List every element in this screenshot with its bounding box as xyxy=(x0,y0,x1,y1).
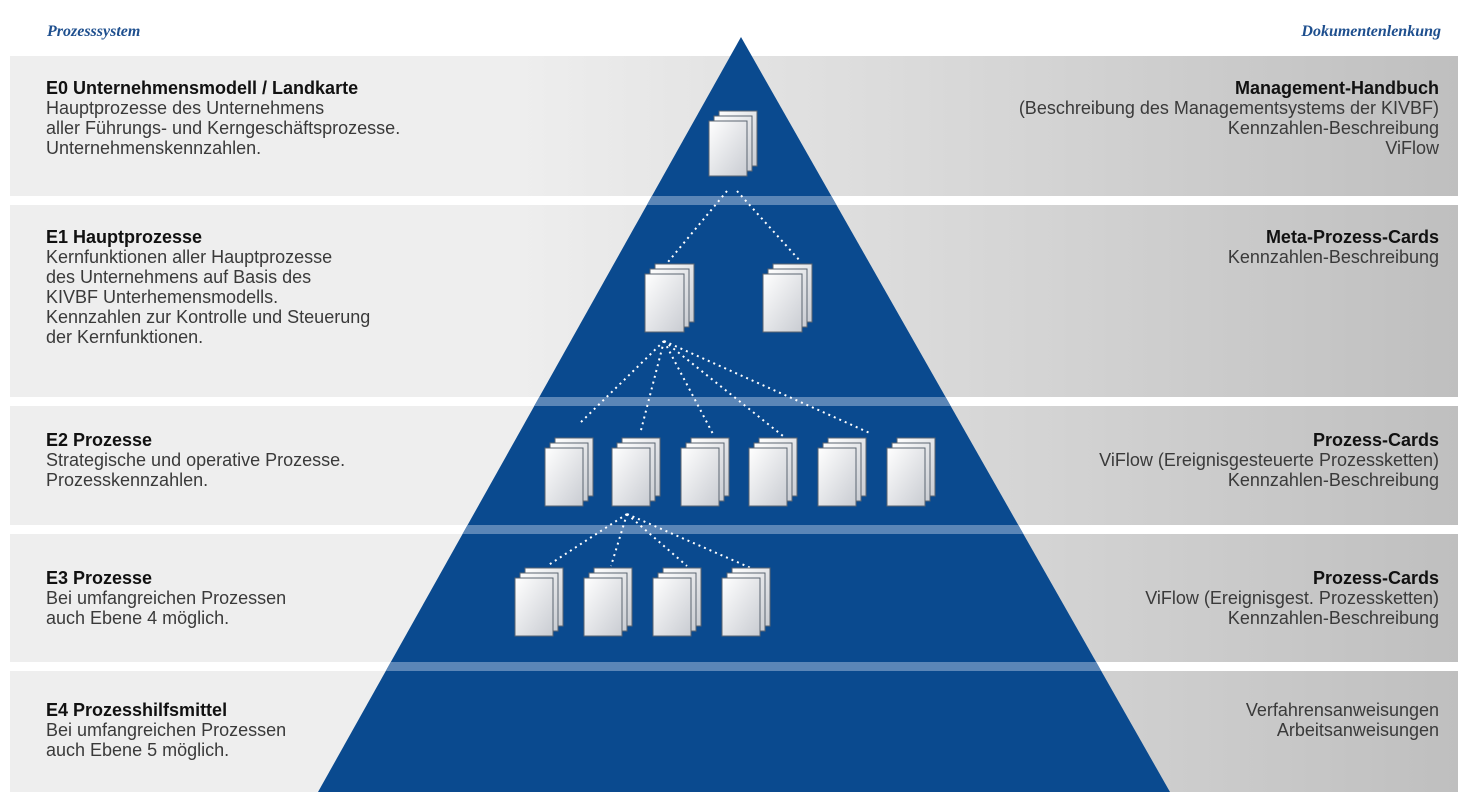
pyramid-level-separator xyxy=(534,397,951,406)
document-sheet xyxy=(762,273,803,333)
level-e4-title: E4 Prozesshilfsmittel xyxy=(46,700,228,720)
pyramid-level-separator xyxy=(646,196,837,205)
document-sheet xyxy=(544,447,584,507)
level-e4-doc-description: Verfahrensanweisungen Arbeitsanweisungen xyxy=(1245,700,1439,740)
level-e0-title: E0 Unternehmensmodell / Landkarte xyxy=(46,78,359,98)
level-e4-description: Bei umfangreichen Prozessen auch Ebene 5… xyxy=(46,720,287,760)
document-sheet xyxy=(680,447,720,507)
document-stack-icon xyxy=(708,110,758,177)
document-sheet xyxy=(721,577,761,637)
level-e2-title: E2 Prozesse xyxy=(46,430,153,450)
level-e4-left: E4 Prozesshilfsmittel Bei umfangreichen … xyxy=(46,700,286,760)
level-e4-right: Verfahrensanweisungen Arbeitsanweisungen xyxy=(1246,700,1439,740)
connector-line xyxy=(626,513,688,567)
level-e3-description: Bei umfangreichen Prozessen auch Ebene 4… xyxy=(46,588,287,628)
document-stack-icon xyxy=(886,437,936,507)
document-sheet xyxy=(817,447,857,507)
level-e3-doc-title: Prozess-Cards xyxy=(1312,568,1439,588)
connector-line xyxy=(578,340,665,425)
connector-line xyxy=(663,340,873,435)
level-e1-right: Meta-Prozess-Cards Kennzahlen-Beschreibu… xyxy=(1228,227,1439,267)
level-e3-title: E3 Prozesse xyxy=(46,568,153,588)
document-stack-icon xyxy=(817,437,867,507)
level-e1-doc-title: Meta-Prozess-Cards xyxy=(1265,227,1439,247)
level-e2-doc-description: ViFlow (Ereignisgesteuerte Prozessketten… xyxy=(1099,450,1439,490)
document-sheet xyxy=(644,273,685,333)
document-stack-icon xyxy=(583,567,633,637)
level-e0-left: E0 Unternehmensmodell / Landkarte Hauptp… xyxy=(46,78,400,158)
level-e0-doc-description: (Beschreibung des Managementsystems der … xyxy=(1018,98,1439,158)
pyramid-level-separator xyxy=(385,662,1102,671)
pyramid-level-separator xyxy=(462,525,1024,534)
document-stack-icon xyxy=(748,437,798,507)
level-e1-title: E1 Hauptprozesse xyxy=(46,227,203,247)
connector-line xyxy=(663,340,784,437)
document-sheet xyxy=(583,577,623,637)
level-e2-doc-title: Prozess-Cards xyxy=(1312,430,1439,450)
document-stack-icon xyxy=(514,567,564,637)
connector-line xyxy=(639,340,665,435)
connector-line xyxy=(546,513,628,567)
document-stack-icon xyxy=(680,437,730,507)
level-e1-doc-description: Kennzahlen-Beschreibung xyxy=(1227,247,1439,267)
connector-line xyxy=(736,190,802,263)
document-stack-icon xyxy=(544,437,594,507)
document-sheet xyxy=(748,447,788,507)
header-dokumentenlenkung: Dokumentenlenkung xyxy=(1301,23,1441,40)
document-sheet xyxy=(708,120,748,177)
level-e1-description: Kernfunktionen aller Hauptprozesse des U… xyxy=(46,247,371,347)
level-e2-left: E2 Prozesse Strategische und operative P… xyxy=(46,430,345,490)
level-e3-doc-description: ViFlow (Ereignisgest. Prozessketten) Ken… xyxy=(1145,588,1439,628)
document-sheet xyxy=(886,447,926,507)
level-e0-doc-title: Management-Handbuch xyxy=(1234,78,1439,98)
level-e3-right: Prozess-Cards ViFlow (Ereignisgest. Proz… xyxy=(1145,568,1439,628)
level-e1-left: E1 Hauptprozesse Kernfunktionen aller Ha… xyxy=(46,227,370,347)
level-e0-right: Management-Handbuch (Beschreibung des Ma… xyxy=(1019,78,1439,158)
level-e2-description: Strategische und operative Prozesse. Pro… xyxy=(46,450,346,490)
document-stack-icon xyxy=(611,437,661,507)
level-e3-left: E3 Prozesse Bei umfangreichen Prozessen … xyxy=(46,568,286,628)
header-prozesssystem: Prozesssystem xyxy=(47,23,141,40)
connector-line xyxy=(626,513,761,573)
level-e2-right: Prozess-Cards ViFlow (Ereignisgesteuerte… xyxy=(1099,430,1439,490)
level-e0-description: Hauptprozesse des Unternehmens aller Füh… xyxy=(46,98,401,158)
document-sheet xyxy=(514,577,554,637)
document-stack-icon xyxy=(762,263,813,333)
document-sheet xyxy=(652,577,692,637)
document-stack-icon xyxy=(652,567,702,637)
document-stack-icon xyxy=(721,567,771,637)
document-stack-icon xyxy=(644,263,695,333)
document-sheet xyxy=(611,447,651,507)
